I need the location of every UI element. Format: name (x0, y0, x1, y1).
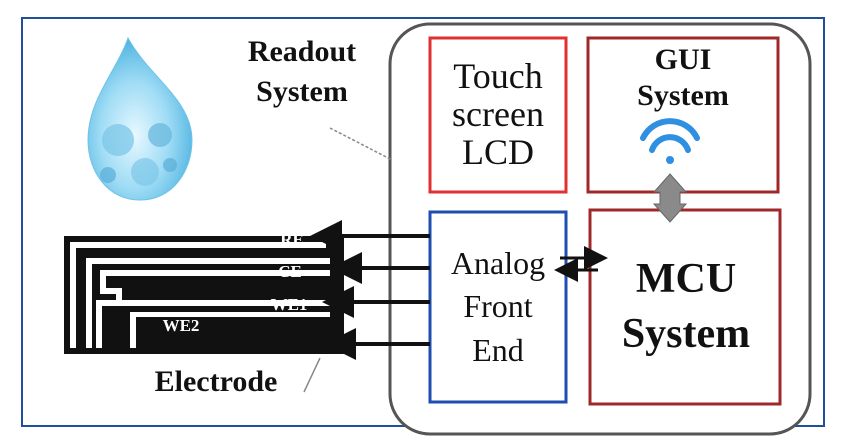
mcu-system-box (588, 208, 782, 406)
readout-label-line1: Readout (247, 35, 357, 68)
electrode-leader-line (303, 357, 321, 393)
water-droplet-icon (87, 36, 193, 201)
ce-label: CE (278, 262, 302, 281)
we2-label: WE2 (162, 316, 200, 335)
touch-line3: LCD (462, 131, 534, 172)
mcu-line2: System (621, 311, 751, 357)
readout-label-line2: System (256, 74, 348, 108)
gui-line2: System (637, 78, 729, 112)
electrode-label: Electrode (154, 365, 278, 398)
readout-system-box (388, 22, 812, 436)
wifi-icon (640, 118, 700, 164)
analog-front-end-box (428, 210, 568, 404)
afe-line3: End (472, 331, 524, 368)
touch-line1: Touch (453, 56, 543, 97)
gui-line1: GUI (654, 43, 712, 76)
touch-screen-lcd-box (428, 36, 568, 194)
afe-line2: Front (463, 288, 533, 325)
gui-system-label: GUI System (590, 44, 776, 111)
readout-system-label: Readout System (212, 36, 392, 107)
analog-front-end-label: Analog Front End (432, 214, 564, 400)
afe-line1: Analog (450, 245, 546, 282)
electrode-strip (64, 236, 344, 354)
electrode-traces (70, 242, 330, 348)
mcu-line1: MCU (635, 256, 737, 303)
re-label: RE (280, 230, 304, 249)
touch-screen-lcd-label: Touch screen LCD (432, 40, 564, 190)
gui-mcu-connector (652, 173, 688, 223)
we1-label: WE1 (270, 295, 308, 314)
mcu-system-label: MCU System (596, 212, 776, 402)
readout-leader-line (329, 127, 393, 161)
touch-line2: screen (452, 94, 544, 135)
